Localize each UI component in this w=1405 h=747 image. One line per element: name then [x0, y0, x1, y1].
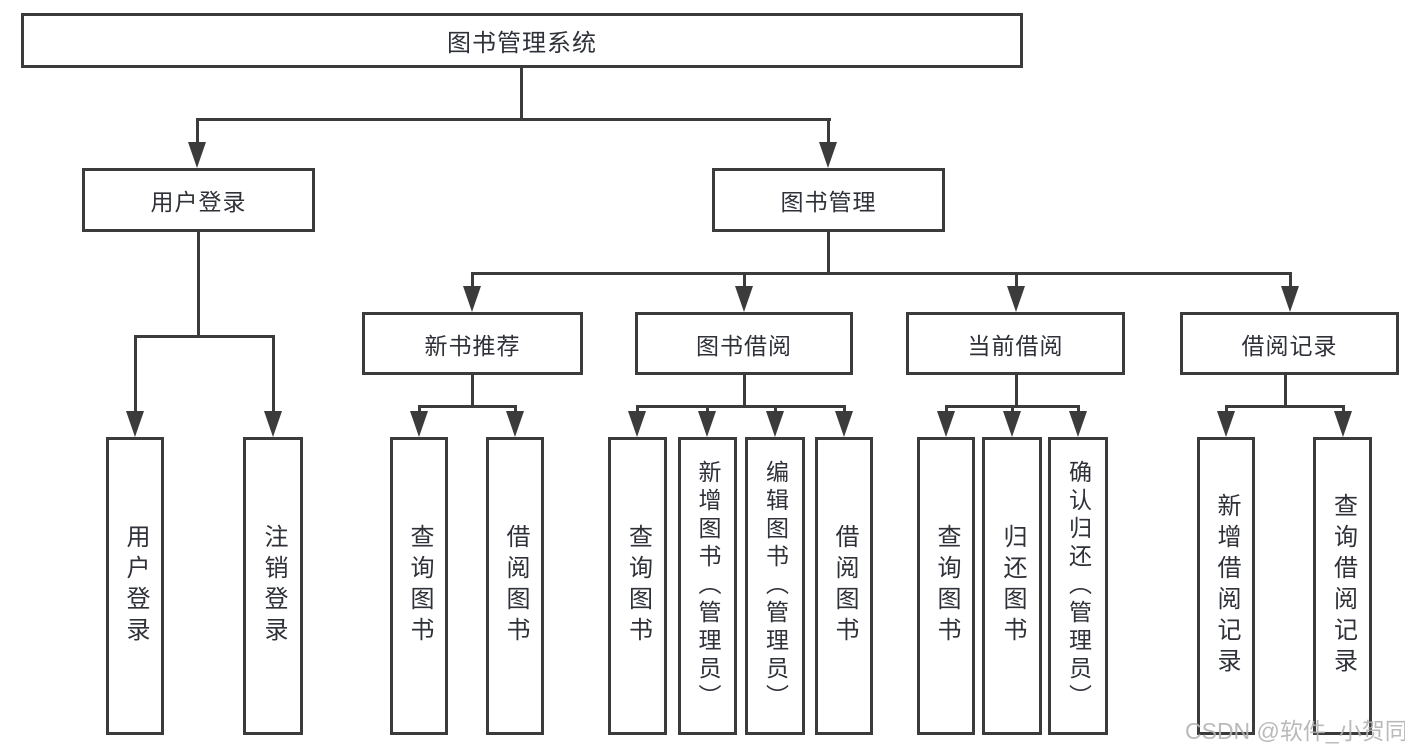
leaf-label: 查询借阅记录 — [1329, 493, 1357, 679]
leaf-user-login: 用户登录 — [106, 437, 164, 735]
leaf-add-book-admin: 新增图书（管理员） — [678, 437, 737, 735]
leaf-label: 查询图书 — [624, 524, 652, 648]
leaf-return-book: 归还图书 — [982, 437, 1042, 735]
connector-line — [827, 232, 830, 274]
leaf-label: 注销登录 — [260, 524, 287, 648]
arrow-down-icon — [410, 411, 428, 437]
node-book-management: 图书管理 — [712, 168, 945, 232]
connector-line — [471, 375, 474, 407]
leaf-borrow-book: 借阅图书 — [815, 437, 873, 735]
leaf-label: 查询图书 — [933, 524, 960, 648]
arrow-down-icon — [735, 286, 753, 312]
leaf-confirm-return-admin: 确认归还（管理员） — [1048, 437, 1108, 735]
arrow-down-icon — [819, 142, 837, 168]
arrow-down-icon — [188, 142, 206, 168]
connector-line — [636, 405, 846, 408]
leaf-borrow-book-recommend: 借阅图书 — [486, 437, 544, 735]
arrow-down-icon — [1334, 411, 1352, 437]
leaf-query-borrow-record: 查询借阅记录 — [1313, 437, 1372, 735]
connector-line — [197, 232, 200, 336]
leaf-label: 借阅图书 — [502, 524, 529, 648]
arrow-down-icon — [698, 411, 716, 437]
arrow-down-icon — [1007, 286, 1025, 312]
node-book-borrow: 图书借阅 — [635, 312, 853, 375]
leaf-label: 编辑图书（管理员） — [762, 460, 789, 712]
arrow-down-icon — [1069, 411, 1087, 437]
arrow-down-icon — [835, 411, 853, 437]
node-root: 图书管理系统 — [21, 13, 1023, 68]
arrow-down-icon — [1217, 411, 1235, 437]
node-user-login: 用户登录 — [82, 168, 315, 232]
arrow-down-icon — [126, 411, 144, 437]
connector-line — [471, 272, 1292, 275]
arrow-down-icon — [506, 411, 524, 437]
connector-line — [827, 118, 830, 150]
arrow-down-icon — [766, 411, 784, 437]
connector-line — [134, 335, 137, 415]
arrow-down-icon — [264, 411, 282, 437]
leaf-label: 借阅图书 — [831, 524, 858, 648]
connector-line — [134, 335, 275, 338]
leaf-edit-book-admin: 编辑图书（管理员） — [745, 437, 805, 735]
connector-line — [1015, 375, 1018, 407]
leaf-logout: 注销登录 — [243, 437, 303, 735]
leaf-query-book-current: 查询图书 — [917, 437, 975, 735]
connector-line — [743, 375, 746, 407]
connector-line — [418, 405, 517, 408]
connector-line — [743, 272, 746, 288]
leaf-label: 新增图书（管理员） — [695, 460, 721, 712]
node-borrow-record: 借阅记录 — [1180, 312, 1399, 375]
connector-line — [1015, 272, 1018, 288]
watermark: CSDN @软件_小贺同学 — [1185, 718, 1405, 744]
arrow-down-icon — [628, 411, 646, 437]
node-new-book-recommend: 新书推荐 — [362, 312, 583, 375]
leaf-label: 确认归还（管理员） — [1065, 460, 1092, 712]
leaf-label: 新增借阅记录 — [1213, 493, 1240, 679]
leaf-add-borrow-record: 新增借阅记录 — [1197, 437, 1255, 735]
leaf-query-book-borrow: 查询图书 — [608, 437, 667, 735]
arrow-down-icon — [1281, 286, 1299, 312]
leaf-label: 查询图书 — [406, 524, 433, 648]
leaf-query-book-recommend: 查询图书 — [390, 437, 448, 735]
connector-line — [1225, 405, 1345, 408]
node-current-borrow: 当前借阅 — [906, 312, 1125, 375]
connector-line — [196, 118, 199, 150]
connector-line — [471, 272, 474, 288]
arrow-down-icon — [1003, 411, 1021, 437]
arrow-down-icon — [937, 411, 955, 437]
connector-line — [520, 68, 523, 121]
leaf-label: 用户登录 — [122, 524, 149, 648]
connector-line — [196, 118, 831, 121]
connector-line — [272, 335, 275, 415]
connector-line — [1289, 272, 1292, 288]
leaf-label: 归还图书 — [999, 524, 1026, 648]
connector-line — [1284, 375, 1287, 407]
arrow-down-icon — [463, 286, 481, 312]
